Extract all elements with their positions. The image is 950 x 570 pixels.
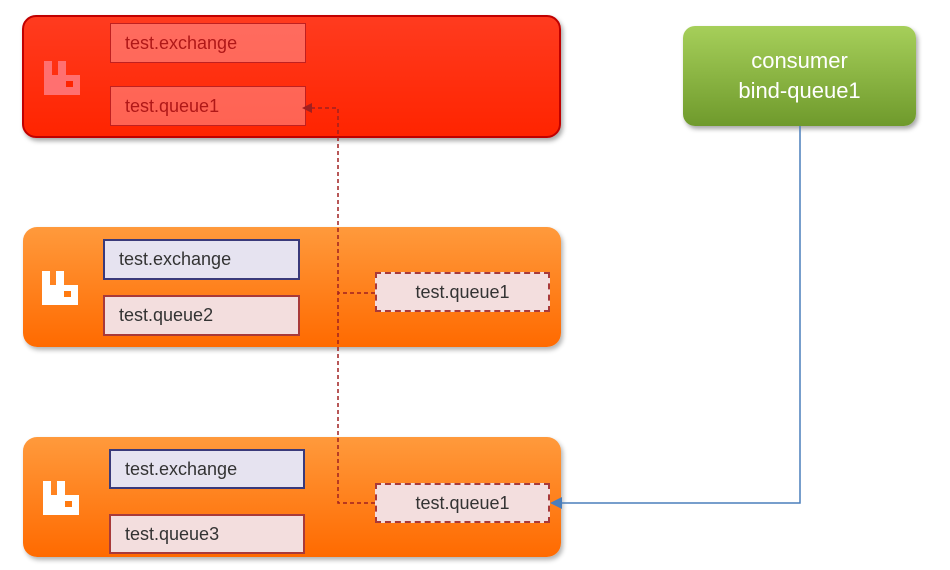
consumer-node[interactable]: consumer bind-queue1 — [683, 26, 916, 126]
consumer-label: consumer — [751, 48, 848, 73]
rabbitmq-logo-icon — [42, 59, 82, 97]
queue-box[interactable]: test.queue1 — [110, 86, 306, 126]
exchange-box[interactable]: test.exchange — [103, 239, 300, 280]
exchange-box[interactable]: test.exchange — [110, 23, 306, 63]
mirror-queue-box[interactable]: test.queue1 — [375, 272, 550, 312]
exchange-box[interactable]: test.exchange — [109, 449, 305, 489]
consume-connector-line — [550, 126, 801, 509]
rabbitmq-node-2: test.exchange test.queue2 test.queue1 — [23, 227, 561, 347]
rabbitmq-logo-icon — [40, 269, 80, 307]
mirror-queue-box[interactable]: test.queue1 — [375, 483, 550, 523]
queue-box[interactable]: test.queue2 — [103, 295, 300, 336]
rabbitmq-node-3: test.exchange test.queue3 test.queue1 — [23, 437, 561, 557]
rabbitmq-logo-icon — [41, 479, 81, 517]
queue-box[interactable]: test.queue3 — [109, 514, 305, 554]
consumer-binding-label: bind-queue1 — [738, 78, 861, 103]
rabbitmq-node-1: test.exchange test.queue1 — [22, 15, 561, 138]
